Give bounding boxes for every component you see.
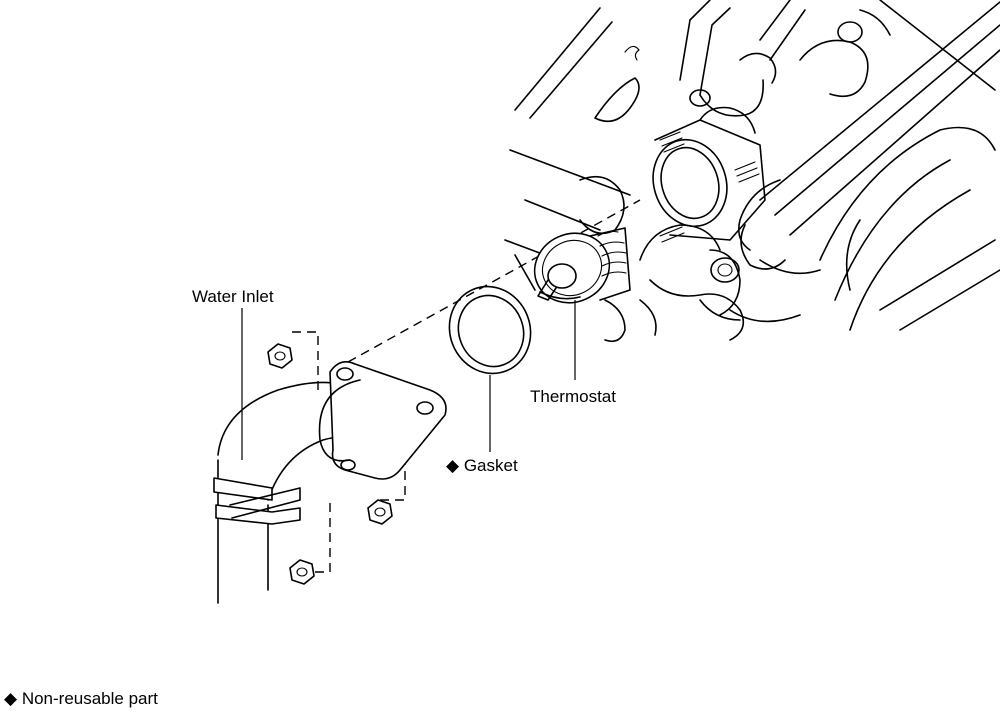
gasket-label: Gasket — [463, 456, 518, 475]
nut-top — [267, 343, 293, 369]
nut-middle — [367, 499, 393, 525]
gasket-part — [448, 285, 532, 375]
non-reusable-diamond-icon: ◆ — [446, 456, 460, 475]
legend-diamond-icon: ◆ — [4, 689, 18, 708]
legend-text: Non-reusable part — [21, 689, 158, 708]
water-inlet-label: Water Inlet — [192, 287, 274, 306]
thermostat-label: Thermostat — [530, 387, 616, 406]
nut-bottom — [289, 559, 315, 585]
thermostat-part — [533, 227, 631, 304]
water-inlet-part — [213, 361, 447, 604]
engine-block-drawing — [504, 0, 1000, 343]
gasket-label-row: ◆ Gasket — [446, 457, 518, 474]
legend: ◆ Non-reusable part — [4, 690, 158, 707]
